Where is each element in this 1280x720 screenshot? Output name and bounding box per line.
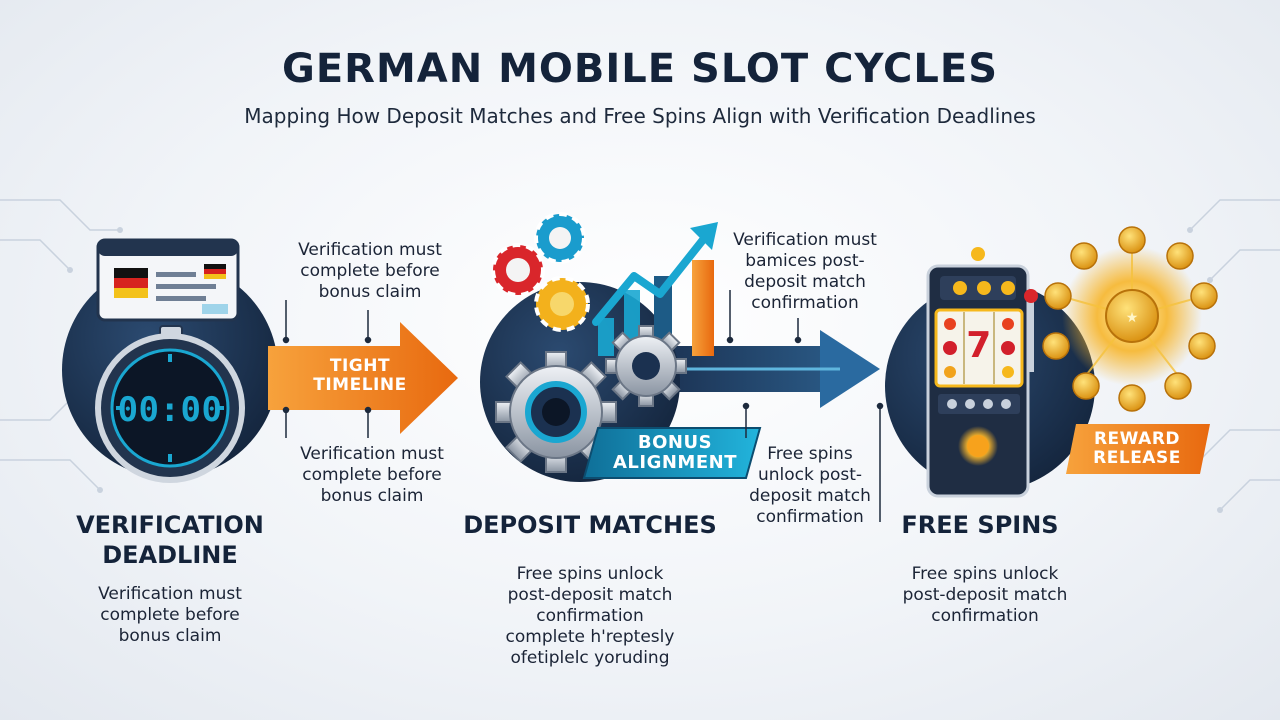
callout-line: Verification must <box>733 230 877 250</box>
stage-title-line: DEADLINE <box>102 541 238 569</box>
callout-line: complete before <box>300 261 440 281</box>
gear-small-icon <box>605 325 687 407</box>
reward-release-tag: REWARD RELEASE <box>1070 430 1204 468</box>
stage-title-verification: VERIFICATION DEADLINE <box>60 510 280 570</box>
stage-desc-line: confirmation <box>536 606 644 626</box>
slot-machine-icon <box>926 247 1038 498</box>
callout-line: unlock post- <box>757 465 863 485</box>
stage-desc-deposit: Free spins unlock post-deposit match con… <box>480 564 700 669</box>
stage-desc-line: Free spins unlock <box>516 564 664 584</box>
callout-line: bonus claim <box>320 486 424 506</box>
stage-desc-line: confirmation <box>931 606 1039 626</box>
stage-desc-line: bonus claim <box>118 626 222 646</box>
stage-title-line: FREE SPINS <box>901 511 1059 539</box>
page-title: GERMAN MOBILE SLOT CYCLES <box>282 46 998 92</box>
page-subtitle: Mapping How Deposit Matches and Free Spi… <box>244 104 1036 128</box>
callout-right-bottom: Free spins unlock post- deposit match co… <box>740 444 880 528</box>
verification-stage-graphic <box>62 238 278 483</box>
gear-icon <box>495 351 617 473</box>
tag-line: BONUS <box>637 432 713 453</box>
stage-desc-line: post-deposit match <box>507 585 673 605</box>
reward-coins-icon: ★ <box>1042 226 1218 412</box>
tag-line: TIGHT <box>329 356 391 376</box>
stage-desc-line: post-deposit match <box>902 585 1068 605</box>
callout-line: deposit match <box>749 486 871 506</box>
callout-line: Verification must <box>298 240 442 260</box>
stage-desc-free-spins: Free spins unlock post-deposit match con… <box>880 564 1090 627</box>
stage-desc-line: Free spins unlock <box>911 564 1059 584</box>
reward-release-tag-bg <box>1066 424 1210 474</box>
stage-title-line: VERIFICATION <box>76 511 264 539</box>
stage-title-deposit: DEPOSIT MATCHES <box>450 510 730 540</box>
callout-line: bonus claim <box>318 282 422 302</box>
flow-arrow-navy <box>650 330 880 408</box>
stopwatch-icon <box>95 325 245 483</box>
bonus-alignment-tag-bg <box>582 427 762 479</box>
callout-line: deposit match <box>744 272 866 292</box>
svg-text:★: ★ <box>1126 310 1139 326</box>
callout-markers <box>282 290 884 522</box>
tag-line: TIMELINE <box>313 375 407 395</box>
free-spins-stage-graphic: ★ <box>885 226 1218 498</box>
callout-left-bottom: Verification must complete before bonus … <box>272 444 472 507</box>
tag-line: REWARD <box>1093 429 1181 449</box>
callout-line: complete before <box>302 465 442 485</box>
timer-display: 00:00 <box>117 390 223 430</box>
tight-timeline-arrow <box>268 322 458 434</box>
tight-timeline-tag: TIGHT TIMELINE <box>290 357 430 395</box>
callout-line: bamices post- <box>745 251 865 271</box>
callout-line: confirmation <box>756 507 864 527</box>
callout-right-top: Verification must bamices post- deposit … <box>712 230 898 314</box>
callout-line: Verification must <box>300 444 444 464</box>
callout-line: confirmation <box>751 293 859 313</box>
casino-chip-icon <box>491 212 590 332</box>
slot-seven-symbol: 7 <box>966 325 992 366</box>
stage-desc-line: ofetiplelc yoruding <box>510 648 670 668</box>
stage-title-free-spins: FREE SPINS <box>880 510 1080 540</box>
bonus-alignment-tag: BONUS ALIGNMENT <box>600 433 750 473</box>
callout-left-top: Verification must complete before bonus … <box>270 240 470 303</box>
tag-line: ALIGNMENT <box>613 452 737 473</box>
stage-desc-verification: Verification must complete before bonus … <box>70 584 270 647</box>
callout-line: Free spins <box>767 444 853 464</box>
stage-title-line: DEPOSIT MATCHES <box>463 511 717 539</box>
stage-desc-line: Verification must <box>98 584 242 604</box>
tag-line: RELEASE <box>1093 448 1181 468</box>
stage-desc-line: complete before <box>100 605 240 625</box>
stage-desc-line: complete h'reptesly <box>505 627 675 647</box>
